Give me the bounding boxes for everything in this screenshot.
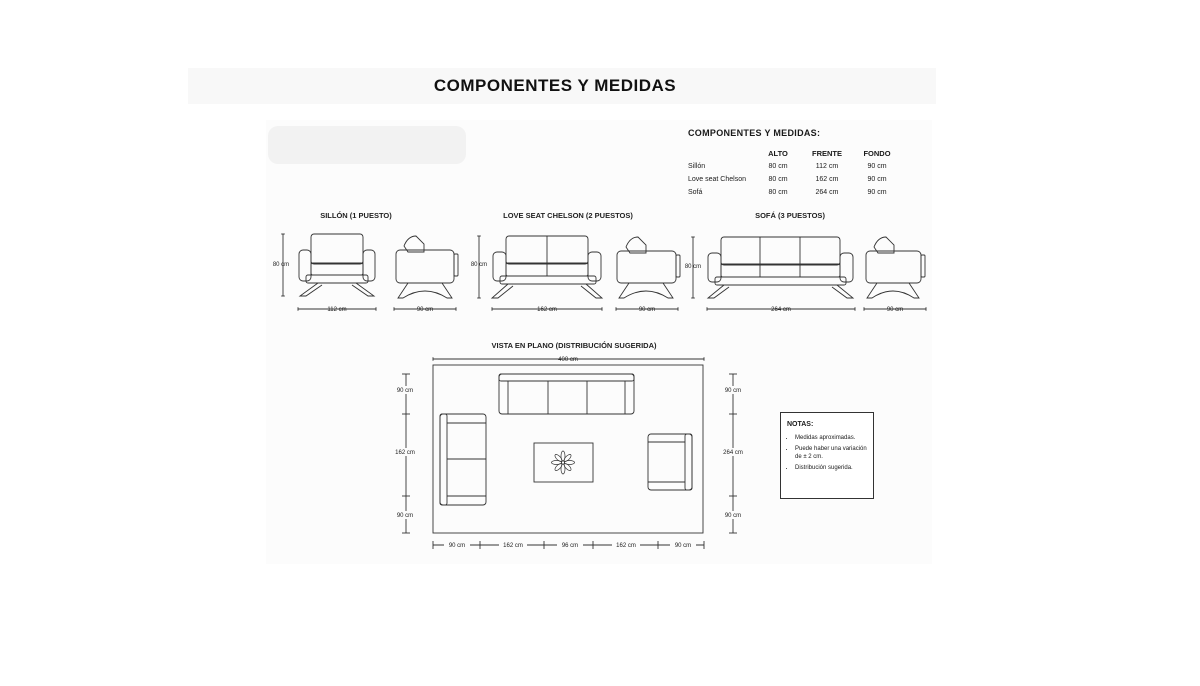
spec-cell: 264 cm — [815, 189, 839, 196]
plan-armchair — [647, 433, 693, 491]
notes-title: NOTAS: — [787, 421, 814, 428]
spec-header-alto: ALTO — [768, 149, 788, 158]
plan-sofa — [498, 373, 635, 415]
note-item: Medidas aproximadas. — [795, 434, 867, 442]
plan-right-dim-2: 264 cm — [723, 450, 743, 456]
spec-cell: Sillón — [688, 163, 706, 170]
spec-cell: 90 cm — [867, 189, 887, 196]
plan-bottom-dim-1: 90 cm — [449, 543, 465, 549]
plan-rug — [432, 364, 704, 534]
page-title: COMPONENTES Y MEDIDAS — [433, 76, 677, 95]
loveseat-depth-label: 90 cm — [639, 307, 655, 313]
loveseat-title: LOVE SEAT CHELSON (2 PUESTOS) — [503, 211, 633, 220]
plan-right-dim-3: 90 cm — [725, 513, 741, 519]
plan-left-dim-2: 162 cm — [395, 450, 415, 456]
notes-list: Medidas aproximadas. Puede haber una var… — [787, 434, 867, 472]
spec-header-frente: FRENTE — [812, 149, 842, 158]
sofa-front-view — [706, 236, 855, 299]
sillon-depth-label: 90 cm — [417, 307, 433, 313]
spec-cell: 112 cm — [815, 163, 839, 170]
sofa-height-label: 80 cm — [685, 264, 701, 270]
note-item: Distribución sugerida. — [795, 464, 867, 472]
title-band — [188, 68, 936, 104]
loveseat-side-view — [616, 236, 681, 299]
spec-row-loveseat: Love seat Chelson 80 cm 162 cm 90 cm — [688, 173, 908, 186]
loveseat-height-label: 80 cm — [471, 262, 487, 268]
blurred-logo-area — [268, 126, 466, 164]
sofa-title: SOFÁ (3 PUESTOS) — [755, 211, 825, 220]
spec-cell: 80 cm — [768, 163, 788, 170]
spec-header-fondo: FONDO — [863, 149, 891, 158]
spec-header-row: ALTO FRENTE FONDO — [688, 147, 908, 160]
note-item: Puede haber una variación de ± 2 cm. — [795, 445, 867, 461]
plan-top-width-label: 400 cm — [558, 357, 578, 363]
notes-box: NOTAS: Medidas aproximadas. Puede haber … — [780, 412, 874, 499]
plan-bottom-dim-5: 90 cm — [675, 543, 691, 549]
sofa-width-label: 264 cm — [771, 307, 791, 313]
plan-bottom-dim-4: 162 cm — [616, 543, 636, 549]
plan-right-dim-1: 90 cm — [725, 388, 741, 394]
plan-loveseat — [439, 413, 487, 506]
plan-title: VISTA EN PLANO (DISTRIBUCIÓN SUGERIDA) — [491, 341, 657, 350]
sillon-side-view — [395, 235, 459, 299]
spec-row-sillon: Sillón 80 cm 112 cm 90 cm — [688, 160, 908, 173]
spec-table-title: COMPONENTES Y MEDIDAS: — [688, 128, 821, 138]
loveseat-front-view — [490, 235, 604, 299]
spec-table: COMPONENTES Y MEDIDAS: ALTO FRENTE FONDO… — [688, 128, 908, 199]
spec-cell: Sofá — [688, 189, 703, 196]
sillon-width-label: 112 cm — [327, 307, 346, 313]
plan-coffee-table — [533, 442, 594, 483]
spec-cell: 90 cm — [867, 176, 887, 183]
spec-cell: Love seat Chelson — [688, 176, 746, 183]
sillon-title: SILLÓN (1 PUESTO) — [320, 211, 392, 220]
spec-cell: 162 cm — [815, 176, 839, 183]
spec-cell: 80 cm — [768, 176, 788, 183]
sillon-height-label: 80 cm — [273, 262, 289, 268]
plan-left-dim-1: 90 cm — [397, 388, 413, 394]
spec-cell: 80 cm — [768, 189, 788, 196]
plan-bottom-dim-3: 96 cm — [562, 543, 578, 549]
plan-left-dim-3: 90 cm — [397, 513, 413, 519]
loveseat-width-label: 162 cm — [537, 307, 557, 313]
plan-bottom-dim-2: 162 cm — [503, 543, 523, 549]
spec-cell: 90 cm — [867, 163, 887, 170]
spec-row-sofa: Sofá 80 cm 264 cm 90 cm — [688, 186, 908, 199]
sofa-depth-label: 90 cm — [887, 307, 903, 313]
sofa-side-view — [865, 236, 926, 299]
flower-icon — [551, 450, 575, 475]
sillon-front-view — [298, 233, 376, 297]
